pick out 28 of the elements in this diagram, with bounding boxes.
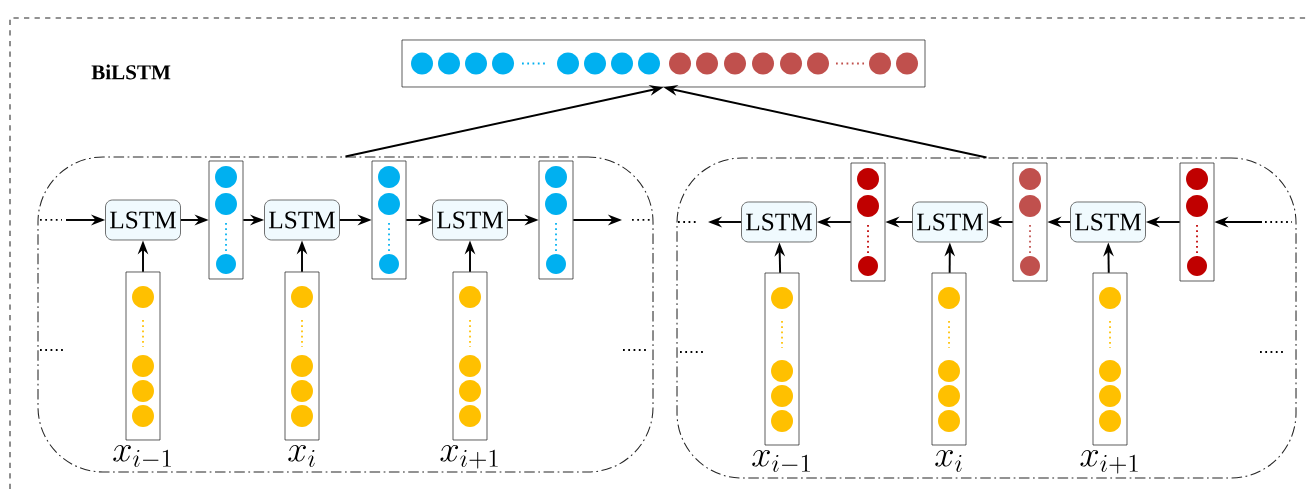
hidden-vector <box>1179 162 1215 282</box>
input-label: $x_{i-1}$ <box>113 445 171 467</box>
input-vector <box>931 272 967 446</box>
input-label: $x_{i}$ <box>935 450 962 472</box>
lstm-box: LSTM <box>105 199 181 241</box>
hidden-vector <box>538 160 574 280</box>
input-label: $x_{i+1}$ <box>1080 450 1138 474</box>
input-label: $x_{i+1}$ <box>440 445 498 469</box>
lstm-box: LSTM <box>432 199 508 241</box>
hidden-vector <box>208 160 244 280</box>
input-label: $x_{i-1}$ <box>752 450 810 472</box>
input-vector <box>1092 272 1128 446</box>
title: BiLSTM <box>91 64 171 80</box>
input-label: $x_{i}$ <box>288 445 315 467</box>
input-vector <box>284 271 320 441</box>
hidden-vector <box>1012 162 1048 282</box>
lstm-box: LSTM <box>1070 201 1146 243</box>
lstm-box: LSTM <box>912 201 988 243</box>
group-box <box>37 156 654 473</box>
input-vector <box>452 271 488 441</box>
output-vector <box>401 39 926 88</box>
input-vector <box>764 272 800 446</box>
input-vector <box>125 271 161 441</box>
hidden-vector <box>850 162 886 282</box>
lstm-box: LSTM <box>741 201 817 243</box>
group-box <box>676 157 1297 479</box>
lstm-box: LSTM <box>264 199 340 241</box>
hidden-vector <box>371 160 407 280</box>
